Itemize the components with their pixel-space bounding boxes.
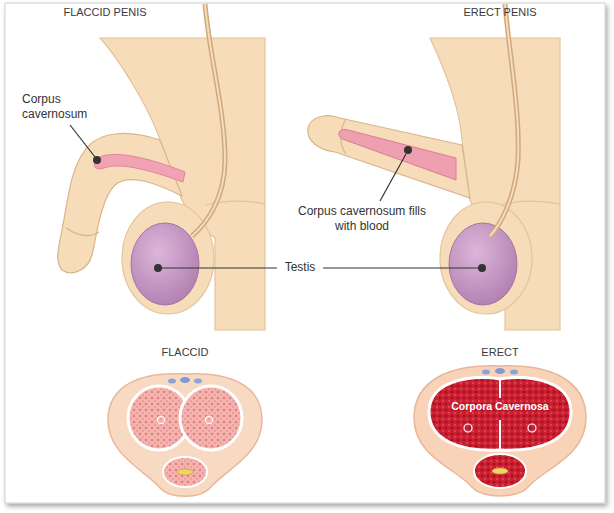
- corpus-cavernosum-band: [94, 154, 185, 182]
- cross-section-erect: [414, 366, 586, 496]
- dorsal-vessel: [194, 379, 202, 384]
- leader-line: [323, 267, 482, 268]
- spermatic-cord: [192, 4, 225, 236]
- leader-line: [158, 267, 277, 268]
- cavernosal-artery: [528, 424, 536, 432]
- section-heading: FLACCID: [161, 346, 208, 360]
- part-label: Corpus cavernosum fills with blood: [294, 204, 430, 234]
- part-label: Corpus cavernosum: [22, 92, 100, 122]
- leader-dot: [93, 156, 101, 164]
- septum: [499, 380, 501, 449]
- testis-shape: [449, 223, 517, 305]
- urethra: [177, 469, 193, 475]
- corpus-cavernosum-section: [180, 386, 242, 450]
- leader-dot: [404, 146, 412, 154]
- scrotum: [440, 202, 532, 314]
- cavernosal-artery: [464, 424, 472, 432]
- dorsal-vessel: [168, 379, 176, 384]
- cavernosal-artery: [158, 417, 165, 424]
- dorsal-vessel: [482, 370, 490, 375]
- spermatic-cord: [192, 4, 225, 236]
- leader-dot: [478, 264, 486, 272]
- corpus-spongiosum: [474, 454, 526, 488]
- part-label: Testis: [285, 260, 316, 275]
- leader-line: [380, 154, 406, 201]
- panel-heading: ERECT PENIS: [463, 6, 536, 20]
- spermatic-cord: [490, 4, 518, 236]
- urethra: [492, 468, 508, 474]
- dorsal-vessel: [180, 377, 190, 383]
- dorsal-vessel: [510, 370, 518, 375]
- glans-line: [66, 228, 99, 235]
- testis-shape: [131, 223, 199, 305]
- panel-heading: FLACCID PENIS: [63, 6, 146, 20]
- spermatic-cord: [490, 4, 518, 236]
- corpus-cavernosum-band: [339, 129, 456, 180]
- cross-section-flaccid: [108, 374, 262, 496]
- section-label: Corpora Cavernosa: [451, 400, 548, 413]
- corpus-spongiosum: [163, 457, 207, 487]
- cavernosal-artery: [206, 417, 213, 424]
- scrotum: [122, 202, 214, 314]
- section-heading: ERECT: [481, 346, 518, 360]
- leader-line: [70, 125, 95, 157]
- leader-dot: [154, 264, 162, 272]
- card-frame: [5, 3, 605, 503]
- body-silhouette: [100, 38, 265, 330]
- corpora-cavernosa-section: [429, 378, 571, 451]
- dorsal-vessel: [495, 368, 505, 374]
